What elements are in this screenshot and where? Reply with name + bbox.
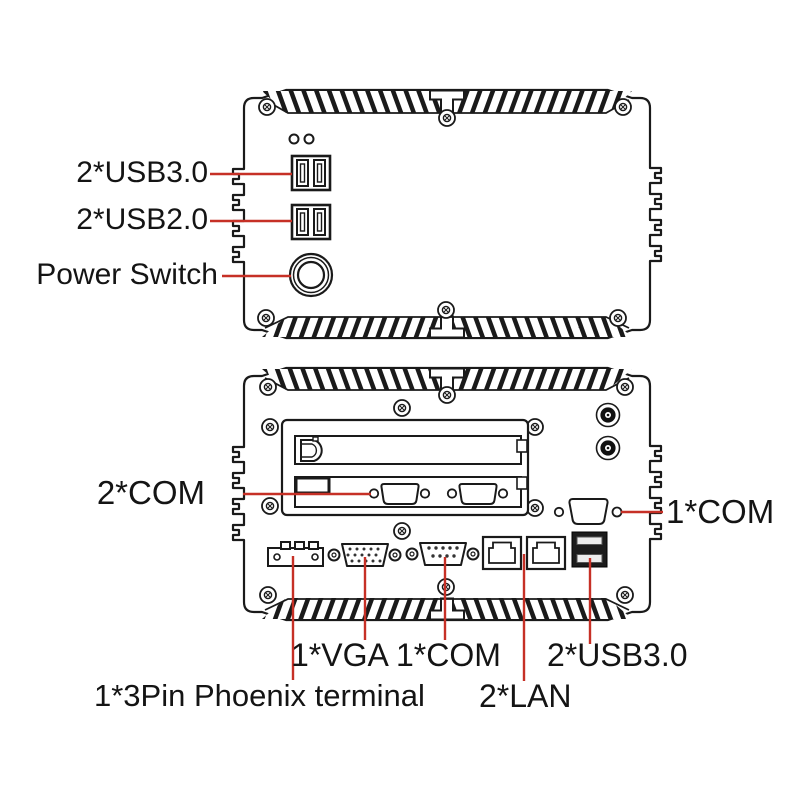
com-port-bracket-2	[446, 483, 509, 505]
label-usb3-bottom: 2*USB3.0	[547, 637, 688, 673]
slot-notch	[294, 476, 331, 495]
lan-port-1	[481, 535, 523, 571]
led-indicators	[288, 133, 315, 145]
label-usb2-top: 2*USB2.0	[76, 203, 208, 236]
expansion-bracket	[280, 418, 530, 517]
slot-punch-out	[300, 436, 323, 462]
com-port-bottom	[405, 542, 480, 566]
label-power-switch: Power Switch	[36, 258, 218, 291]
label-phoenix-terminal: 1*3Pin Phoenix terminal	[94, 678, 425, 713]
com-port-right	[553, 498, 623, 525]
lan-port-2	[525, 535, 567, 571]
usb3-port-top	[290, 154, 332, 192]
label-vga-com: 1*VGA 1*COM	[291, 637, 501, 673]
usb2-port-top	[290, 203, 332, 241]
bottom-panel	[231, 366, 663, 622]
bottom-vent-grille	[262, 597, 632, 621]
phoenix-terminal-port	[267, 541, 324, 567]
top-panel-outline	[231, 88, 663, 340]
label-lan: 2*LAN	[479, 678, 572, 714]
label-usb3-top: 2*USB3.0	[76, 156, 208, 189]
label-com2: 2*COM	[96, 474, 205, 511]
label-com1: 1*COM	[666, 493, 775, 530]
top-vent-grille	[262, 367, 632, 391]
leader-lines	[210, 172, 663, 681]
power-switch-button	[288, 252, 334, 298]
bottom-vent-grille	[262, 315, 632, 339]
vga-port	[327, 543, 402, 567]
antenna-connector-2	[595, 435, 621, 461]
top-panel	[231, 88, 663, 340]
antenna-connector-1	[595, 402, 621, 428]
